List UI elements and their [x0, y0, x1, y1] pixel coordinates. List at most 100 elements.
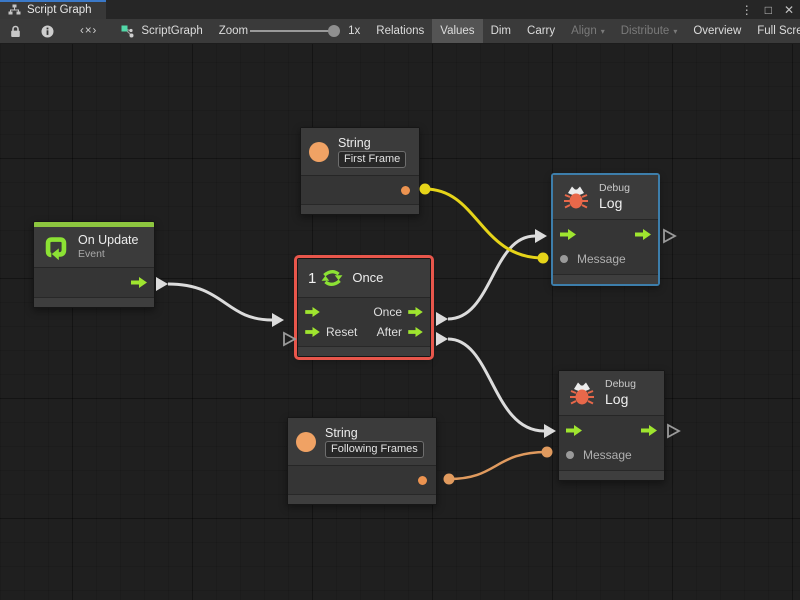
info-button[interactable] — [31, 19, 64, 43]
chevron-down-icon: ▾ — [600, 26, 605, 36]
relations-button[interactable]: Relations — [376, 25, 425, 37]
node-once[interactable]: 1 Once Once — [294, 255, 434, 360]
node-string-first-frame[interactable]: String First Frame — [300, 127, 420, 216]
string-output-port[interactable] — [418, 475, 427, 485]
node-footer — [301, 204, 419, 215]
wire-once-to-debug-bottom[interactable] — [436, 332, 556, 438]
code-view-button[interactable]: ‹×› — [64, 19, 113, 43]
values-button[interactable]: Values — [432, 19, 483, 43]
node-title: Log — [599, 195, 623, 212]
kebab-menu-icon[interactable]: ⋮ — [740, 2, 753, 17]
message-label: Message — [583, 447, 632, 462]
flow-input-port[interactable] — [560, 229, 576, 241]
wire-end-arrow — [535, 229, 547, 243]
flow-output-port[interactable] — [131, 276, 147, 288]
string-literal-icon — [296, 431, 316, 452]
script-graph-icon — [121, 25, 134, 37]
wire-onupdate-to-once[interactable] — [156, 277, 284, 327]
unconnected-output-marker-bottom[interactable] — [667, 423, 681, 439]
wire-start-arrow — [436, 332, 448, 346]
once-count: 1 — [308, 269, 317, 287]
wire-start-dot — [443, 473, 455, 485]
flow-input-port[interactable] — [305, 307, 320, 317]
wire-string-to-debug-bottom[interactable] — [443, 446, 553, 485]
zoom-slider[interactable] — [250, 25, 341, 37]
wire-start-arrow — [156, 277, 168, 291]
wire-end-dot — [537, 252, 549, 264]
flow-input-port[interactable] — [566, 425, 582, 437]
debug-bug-icon — [570, 382, 594, 405]
code-toggle-icon: ‹×› — [80, 25, 98, 37]
wire-string-to-debug-top[interactable] — [419, 183, 549, 264]
wire-start-dot — [419, 183, 431, 195]
port-label-reset: Reset — [326, 325, 358, 339]
node-title: Log — [605, 391, 629, 408]
tab-bar: Script Graph ⋮ □ ✕ — [0, 0, 800, 19]
node-debug-log-bottom[interactable]: Debug Log Message — [558, 370, 665, 481]
zoom-value: 1x — [348, 25, 361, 37]
node-title-small: Debug — [599, 182, 630, 194]
flow-output-port[interactable] — [635, 229, 651, 241]
graph-hierarchy-icon — [8, 4, 21, 15]
info-icon — [41, 25, 54, 37]
align-dropdown[interactable]: Align ▾ — [571, 25, 605, 37]
node-title: String — [338, 136, 371, 150]
string-value-input[interactable]: Following Frames — [325, 441, 424, 459]
string-value-input[interactable]: First Frame — [338, 151, 407, 169]
on-update-loop-icon — [45, 237, 67, 261]
port-label-once: Once — [373, 305, 402, 319]
after-output-port[interactable] — [408, 327, 423, 337]
graph-canvas[interactable]: On Update Event String First Frame — [0, 44, 800, 600]
tab-script-graph[interactable]: Script Graph — [0, 0, 106, 19]
port-label-after: After — [376, 325, 402, 339]
event-accent-strip — [34, 222, 154, 227]
node-string-following-frames[interactable]: String Following Frames — [287, 417, 437, 506]
graph-breadcrumb[interactable]: ScriptGraph — [113, 19, 210, 43]
wire-end-arrow — [272, 313, 284, 327]
unconnected-output-marker-top[interactable] — [663, 228, 677, 244]
node-footer — [34, 296, 154, 307]
reset-input-port[interactable] — [305, 327, 320, 337]
graph-toolbar: ‹×› ScriptGraph Zoom 1x Relations — [0, 19, 800, 44]
message-input-port[interactable] — [560, 254, 568, 263]
message-label: Message — [577, 251, 626, 266]
node-title-small: Debug — [605, 378, 636, 390]
tab-label: Script Graph — [27, 3, 92, 16]
node-debug-log-top[interactable]: Debug Log Message — [552, 174, 659, 285]
wire-end-dot — [541, 446, 553, 458]
close-icon[interactable]: ✕ — [783, 2, 794, 17]
string-output-port[interactable] — [401, 185, 410, 195]
graph-name: ScriptGraph — [141, 25, 203, 37]
once-output-port[interactable] — [408, 307, 423, 317]
flow-output-port[interactable] — [641, 425, 657, 437]
node-on-update[interactable]: On Update Event — [33, 221, 155, 308]
string-literal-icon — [309, 141, 329, 162]
zoom-control: Zoom 1x — [211, 19, 369, 43]
distribute-dropdown[interactable]: Distribute ▾ — [620, 25, 678, 37]
overview-button[interactable]: Overview — [693, 25, 742, 37]
lock-button[interactable] — [0, 19, 31, 43]
dim-button[interactable]: Dim — [490, 25, 512, 37]
wire-end-arrow — [544, 424, 556, 438]
wire-start-arrow — [436, 312, 448, 326]
node-subtitle: Event — [78, 248, 105, 261]
full-screen-button[interactable]: Full Screen — [757, 25, 800, 37]
node-title: String — [325, 426, 358, 440]
unconnected-reset-port-marker[interactable] — [283, 331, 297, 347]
once-cycle-icon — [321, 270, 343, 286]
wire-once-to-debug-top[interactable] — [436, 229, 547, 326]
node-title: On Update — [78, 233, 139, 247]
window-controls: ⋮ □ ✕ — [741, 0, 794, 19]
message-input-port[interactable] — [566, 450, 574, 459]
carry-button[interactable]: Carry — [527, 25, 556, 37]
chevron-down-icon: ▾ — [673, 26, 678, 36]
node-title: Once — [352, 269, 384, 285]
node-footer — [559, 469, 664, 480]
node-footer — [298, 346, 430, 356]
lock-icon — [11, 25, 20, 37]
zoom-slider-handle[interactable] — [328, 25, 341, 37]
maximize-icon[interactable]: □ — [764, 2, 772, 17]
node-footer — [288, 494, 436, 505]
debug-bug-icon — [564, 186, 588, 209]
